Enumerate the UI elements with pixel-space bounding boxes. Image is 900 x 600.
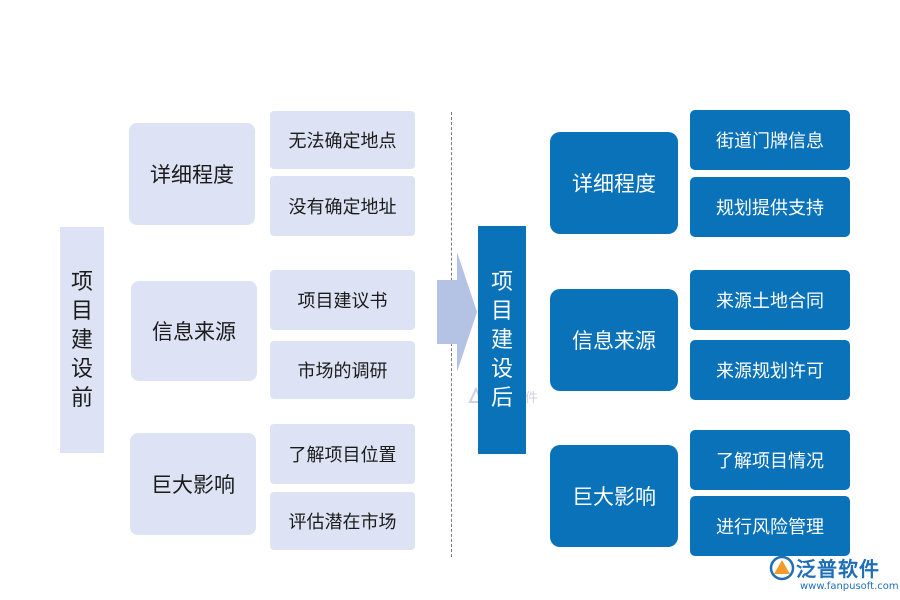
after-category-detail: 详细程度: [550, 132, 678, 234]
brand-logo-icon: [769, 555, 795, 580]
before-item: 了解项目位置: [270, 424, 415, 484]
brand-logo: 泛普软件: [768, 553, 880, 582]
before-title-char: 前: [70, 385, 93, 411]
after-title-char: 后: [490, 385, 513, 411]
before-category-source: 信息来源: [131, 281, 257, 381]
after-item: 规划提供支持: [690, 177, 850, 237]
after-item: 来源规划许可: [690, 340, 850, 400]
after-item: 来源土地合同: [690, 270, 850, 330]
before-title-char: 目: [70, 298, 93, 324]
after-title-char: 项: [490, 269, 513, 295]
before-category-impact: 巨大影响: [130, 433, 256, 535]
before-title-char: 设: [70, 356, 93, 382]
after-category-impact: 巨大影响: [550, 445, 678, 547]
after-item: 街道门牌信息: [690, 110, 850, 170]
brand-name: 泛普软件: [796, 557, 880, 581]
before-item: 市场的调研: [270, 341, 415, 399]
after-item: 进行风险管理: [690, 496, 850, 556]
brand-url: www.fanpusoft.com: [800, 581, 899, 592]
before-item: 评估潜在市场: [270, 492, 415, 550]
after-category-source: 信息来源: [550, 289, 678, 391]
right-arrow-icon: [437, 252, 477, 372]
after-item: 了解项目情况: [690, 430, 850, 490]
before-title-char: 建: [70, 327, 93, 353]
after-title-char: 设: [490, 356, 513, 382]
before-item: 没有确定地址: [270, 176, 415, 236]
before-category-detail: 详细程度: [129, 123, 255, 225]
after-title-box: 项 目 建 设 后: [478, 226, 526, 454]
before-item: 无法确定地点: [270, 111, 415, 169]
before-title-char: 项: [70, 269, 93, 295]
before-item: 项目建议书: [270, 270, 415, 330]
after-title-char: 目: [490, 298, 513, 324]
before-title-box: 项 目 建 设 前: [60, 227, 104, 453]
after-title-char: 建: [490, 327, 513, 353]
